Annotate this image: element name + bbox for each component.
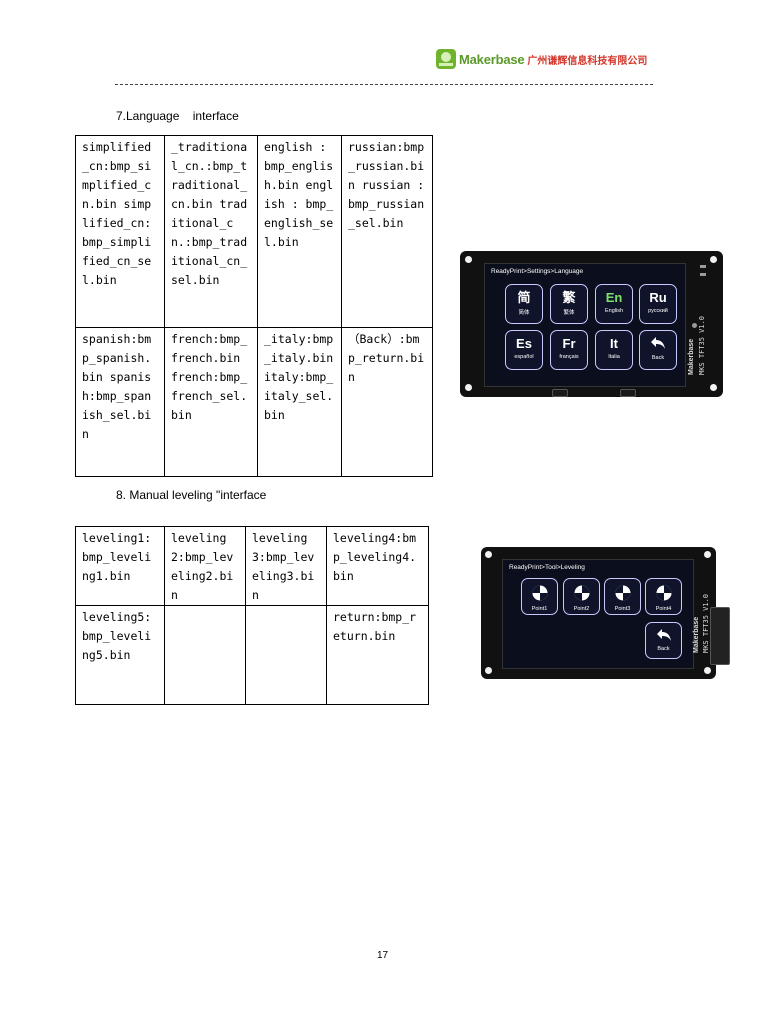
board-model: MKS TFT35 V1.0 — [698, 315, 706, 375]
section-heading-manual-leveling: 8. Manual leveling "interface — [116, 488, 267, 502]
table-cell: french:bmp_french.bin french:bmp_french_… — [164, 327, 258, 477]
language-tile-french[interactable]: Fr français — [550, 330, 588, 370]
table-cell: （Back）:bmp_return.bin — [341, 327, 433, 477]
board-model: MKS TFT35 V1.0 — [702, 593, 710, 653]
language-tile-italian[interactable]: It Italia — [595, 330, 633, 370]
table-row: spanish:bmp_spanish.bin spanish:bmp_span… — [75, 327, 433, 477]
leveling-screen-photo: ReadyPrint>Tool>Leveling Point1 Point2 P… — [481, 547, 730, 679]
leveling-point2-button[interactable]: Point2 — [563, 578, 600, 615]
tile-label: Es — [516, 336, 532, 351]
mount-hole — [465, 384, 472, 391]
company-name-cn: 广州谦辉信息科技有限公司 — [527, 55, 648, 67]
tile-caption: español — [514, 354, 534, 360]
leveling-point-icon — [574, 585, 589, 601]
leveling-bitmap-table: leveling1:bmp_leveling1.bin leveling2:bm… — [75, 526, 429, 705]
table-cell: leveling2:bmp_leveling2.bin — [164, 526, 246, 606]
tile-caption: Point1 — [531, 606, 548, 612]
table-cell: _italy:bmp_italy.bin italy:bmp_italy_sel… — [257, 327, 342, 477]
connector — [620, 389, 636, 397]
tile-label: 繁 — [562, 290, 576, 305]
tile-caption: русский — [648, 308, 668, 314]
board-brand: Makerbase — [693, 616, 700, 653]
lcd-screen: ReadyPrint>Tool>Leveling Point1 Point2 P… — [502, 559, 694, 669]
board-brand: Makerbase — [688, 338, 695, 375]
section-heading-language: 7.Language interface — [116, 109, 239, 123]
mount-hole — [465, 256, 472, 263]
component — [692, 323, 697, 328]
table-cell — [245, 605, 327, 705]
table-cell: english : bmp_english.bin english : bmp_… — [257, 135, 342, 328]
page-number: 17 — [377, 950, 389, 961]
header-pin — [700, 273, 706, 276]
table-cell: russian:bmp_russian.bin russian : bmp_ru… — [341, 135, 433, 328]
language-tile-spanish[interactable]: Es español — [505, 330, 543, 370]
tile-caption: Point3 — [614, 606, 631, 612]
table-row: simplified_cn:bmp_simplified_cn.bin simp… — [75, 135, 433, 328]
language-bitmap-table: simplified_cn:bmp_simplified_cn.bin simp… — [75, 135, 433, 477]
language-tile-simplified[interactable]: 简 简体 — [505, 284, 543, 324]
table-cell: simplified_cn:bmp_simplified_cn.bin simp… — [75, 135, 165, 328]
screen-breadcrumb: ReadyPrint>Tool>Leveling — [509, 564, 585, 571]
mount-hole — [485, 551, 492, 558]
language-tile-traditional[interactable]: 繁 繁体 — [550, 284, 588, 324]
tile-label: En — [605, 290, 623, 305]
leveling-point1-button[interactable]: Point1 — [521, 578, 558, 615]
tile-caption: 繁体 — [563, 310, 575, 316]
mount-hole — [704, 667, 711, 674]
language-tile-english[interactable]: En English — [595, 284, 633, 324]
mount-hole — [710, 384, 717, 391]
connector — [552, 389, 568, 397]
table-cell: return:bmp_return.bin — [326, 605, 429, 705]
table-row: leveling1:bmp_leveling1.bin leveling2:bm… — [75, 526, 429, 606]
table-cell: leveling5:bmp_leveling5.bin — [75, 605, 165, 705]
header-divider — [115, 84, 653, 85]
table-row: leveling5:bmp_leveling5.bin return:bmp_r… — [75, 605, 429, 705]
leveling-point3-button[interactable]: Point3 — [604, 578, 641, 615]
lcd-screen: ReadyPrint>Settings>Language 简 简体 繁 繁体 E… — [484, 263, 686, 387]
table-cell: leveling4:bmp_leveling4.bin — [326, 526, 429, 606]
back-button[interactable]: Back — [645, 622, 682, 659]
tile-caption: français — [559, 354, 579, 360]
tile-caption: 简体 — [518, 310, 530, 316]
tile-caption: Back — [651, 355, 665, 361]
company-logo: Makerbase 广州谦辉信息科技有限公司 — [436, 48, 647, 70]
tile-caption: English — [604, 308, 624, 314]
leveling-point-icon — [656, 585, 671, 601]
table-cell — [164, 605, 246, 705]
table-cell: leveling3:bmp_leveling3.bin — [245, 526, 327, 606]
back-arrow-icon — [651, 337, 665, 349]
screen-breadcrumb: ReadyPrint>Settings>Language — [491, 268, 584, 275]
language-screen-photo: ReadyPrint>Settings>Language 简 简体 繁 繁体 E… — [460, 251, 723, 397]
language-tile-russian[interactable]: Ru русский — [639, 284, 677, 324]
makerbase-logo-icon — [436, 49, 456, 69]
tile-caption: Back — [657, 646, 670, 652]
mount-hole — [710, 256, 717, 263]
leveling-point-icon — [532, 585, 547, 601]
tile-label: Ru — [649, 290, 667, 305]
table-cell: _traditional_cn.:bmp_traditional_cn.bin … — [164, 135, 258, 328]
sd-card-slot — [710, 607, 730, 665]
table-cell: spanish:bmp_spanish.bin spanish:bmp_span… — [75, 327, 165, 477]
brand-name: Makerbase — [459, 51, 525, 67]
header-pin — [700, 265, 706, 268]
tile-label: It — [610, 336, 618, 351]
back-arrow-icon — [656, 629, 671, 641]
tile-caption: Italia — [608, 354, 620, 360]
leveling-point4-button[interactable]: Point4 — [645, 578, 682, 615]
tile-label: 简 — [517, 290, 531, 305]
tile-caption: Point4 — [655, 606, 672, 612]
back-button[interactable]: Back — [639, 330, 677, 370]
table-cell: leveling1:bmp_leveling1.bin — [75, 526, 165, 606]
mount-hole — [704, 551, 711, 558]
tile-caption: Point2 — [573, 606, 590, 612]
leveling-point-icon — [615, 585, 630, 601]
tile-label: Fr — [562, 336, 576, 351]
mount-hole — [485, 667, 492, 674]
